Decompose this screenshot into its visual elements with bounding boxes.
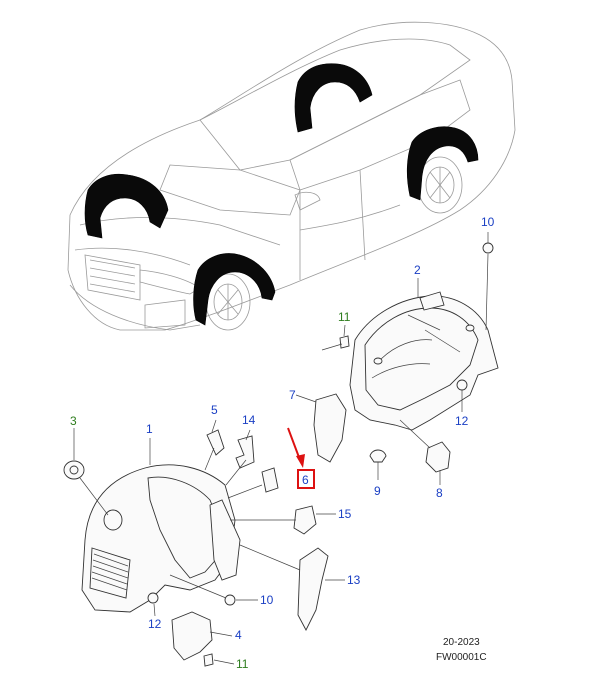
callout-7: 7 — [289, 388, 296, 402]
bracket-14 — [235, 435, 255, 469]
liner-front-left — [84, 173, 169, 239]
callout-9: 9 — [374, 484, 381, 498]
deflector-7 — [313, 393, 347, 463]
footer-year: 20-2023 — [443, 637, 480, 648]
bracket-4 — [171, 611, 213, 661]
callout-5: 5 — [211, 403, 218, 417]
car-illustration — [67, 21, 516, 331]
callout-8: 8 — [436, 486, 443, 500]
callout-3: 3 — [70, 414, 77, 428]
callout-15: 15 — [338, 507, 352, 521]
clip-15 — [293, 505, 317, 535]
callout-11-lower: 11 — [236, 657, 249, 671]
callout-10-upper: 10 — [481, 215, 495, 229]
bolt-11-upper — [339, 335, 350, 349]
pad-6 — [261, 467, 279, 493]
nut-10-lower — [224, 594, 236, 606]
liner-front-right — [193, 253, 276, 326]
nut-10-upper — [482, 242, 494, 254]
rear-arch-liner-part — [349, 291, 499, 431]
callout-11-upper: 11 — [338, 310, 351, 324]
clip-12-lower — [147, 592, 159, 604]
footer-ref-code: FW00001C — [436, 652, 487, 663]
callout-1: 1 — [146, 422, 153, 436]
callout-2: 2 — [414, 263, 421, 277]
push-clip-9 — [369, 449, 387, 463]
liner-rear-right — [406, 126, 479, 201]
front-arch-liner-part — [81, 464, 241, 613]
clip-12-upper — [456, 379, 468, 391]
callout-4: 4 — [235, 628, 242, 642]
callout-10-lower: 10 — [260, 593, 274, 607]
callout-12-lower: 12 — [148, 617, 162, 631]
callout-labels: 1 2 3 4 5 6 7 8 9 10 10 11 11 12 12 13 1… — [70, 215, 495, 671]
shield-13 — [297, 547, 329, 631]
highlight-box-6 — [297, 469, 315, 489]
callout-14: 14 — [242, 413, 256, 427]
liner-rear-left — [294, 63, 373, 133]
callout-6: 6 — [302, 473, 309, 487]
callout-12-upper: 12 — [455, 414, 469, 428]
bracket-5 — [206, 429, 225, 456]
leader-lines — [73, 232, 489, 665]
bolt-11-lower — [203, 653, 214, 667]
highlight-arrow — [287, 427, 305, 468]
callout-13: 13 — [347, 573, 361, 587]
bracket-8 — [425, 441, 451, 473]
